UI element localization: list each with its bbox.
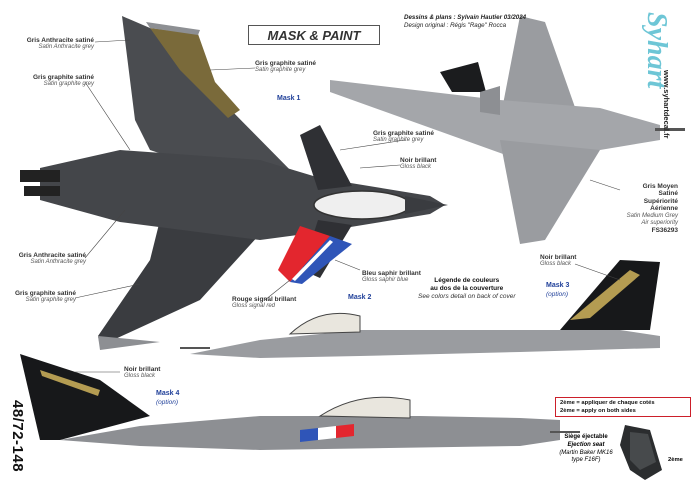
mask-4-option: (option) [156,399,179,406]
page-title: MASK & PAINT [248,25,380,45]
bottom-probe [655,128,685,131]
credits-line-1: Dessins & plans : Sylvain Hautier 03/202… [404,14,527,21]
seat-line-2: Ejection seat [567,441,605,448]
credits: Dessins & plans : Sylvain Hautier 03/202… [404,14,526,30]
label-gris-moyen: Gris Moyen Satiné Supériorité Aérienne S… [626,183,678,234]
side2-roundel-red [336,424,354,438]
color-legend-note: Légende de couleurs au dos de la couvert… [418,277,516,301]
legend-line-2: au dos de la couverture [430,285,504,293]
mask-2-label: Mask 2 [348,294,372,301]
top-lower-wing-tip [98,336,160,350]
bottom-wing-lower [500,140,600,244]
seat-tag: 2ème [668,457,683,463]
note-line-2: 2ème = apply on both sides [560,407,636,414]
top-engine-nozzle-2 [24,186,60,196]
side-view-2 [20,354,580,450]
mask-3-label: Mask 3 [546,282,570,289]
label-noir-brillant-1: Noir brillant Gloss black [400,157,437,171]
side1-tail-gold [570,270,640,320]
top-roundel-red [278,226,330,282]
side1-fuselage [190,330,660,358]
top-canard [300,125,352,190]
seat-line-3: (Martin Baker MK16 [559,449,613,456]
top-nose [405,196,448,214]
both-sides-note: 2ème = appliquer de chaque cotés 2ème = … [555,397,691,417]
side1-probe [180,347,210,349]
credits-line-2: Design original : Régis "Rage" Rocca [404,22,507,30]
mask-1-label: Mask 1 [277,95,301,102]
label-rouge-signal: Rouge signal brillant Gloss signal red [232,296,297,310]
bottom-nose [480,86,500,115]
top-roundel-blue [290,236,352,284]
label-anthracite-1: Gris Anthracite satiné Satin Anthracite … [26,37,94,51]
label-graphite-2: Gris graphite satiné Satin graphite grey [255,60,317,74]
top-view-aircraft [20,16,448,350]
scale-reference: 48/72-148 [9,400,26,473]
mask-3-option: (option) [546,291,569,298]
ejection-seat-illustration [620,425,662,480]
top-roundel-white [292,240,333,281]
label-bleu-saphir: Bleu saphir brillant Gloss saphir blue [362,270,421,284]
bottom-canard [440,62,486,92]
website-url: www.syhartdecal.fr [662,70,671,139]
side1-canopy [288,312,361,335]
top-engine-nozzle [20,170,60,182]
label-noir-brillant-2: Noir brillant Gloss black [540,254,577,268]
side2-probe [550,431,580,433]
ejection-seat-label: Siège éjectable Ejection seat (Martin Ba… [551,434,621,465]
label-graphite-4: Gris graphite satiné Satin graphite grey [14,290,76,304]
top-upper-wing-gold [150,28,240,118]
legend-line-1: Légende de couleurs [434,277,500,284]
side2-roundel-white [318,426,336,440]
label-noir-brillant-3: Noir brillant Gloss black [124,366,161,380]
side2-roundel-blue [300,428,318,442]
side-view-1 [180,260,660,358]
label-graphite-1: Gris graphite satiné Satin graphite grey [32,74,94,88]
seat-line-1: Siège éjectable [564,434,608,440]
leader-lines [74,39,621,373]
side2-tail-gold [40,370,100,396]
seat-line-4: type F16F) [571,457,601,464]
top-canopy [313,190,411,220]
bottom-view-aircraft [330,16,685,244]
bottom-fuselage [330,80,660,160]
label-graphite-3: Gris graphite satiné Satin graphite grey [373,130,435,144]
note-line-1: 2ème = appliquer de chaque cotés [560,400,655,406]
side2-canopy [318,396,411,419]
mask-4-label: Mask 4 [156,390,180,397]
legend-line-3: See colors detail on back of cover [418,293,516,301]
label-anthracite-2: Gris Anthracite satiné Satin Anthracite … [18,252,86,266]
top-upper-wing-tip [146,22,200,35]
